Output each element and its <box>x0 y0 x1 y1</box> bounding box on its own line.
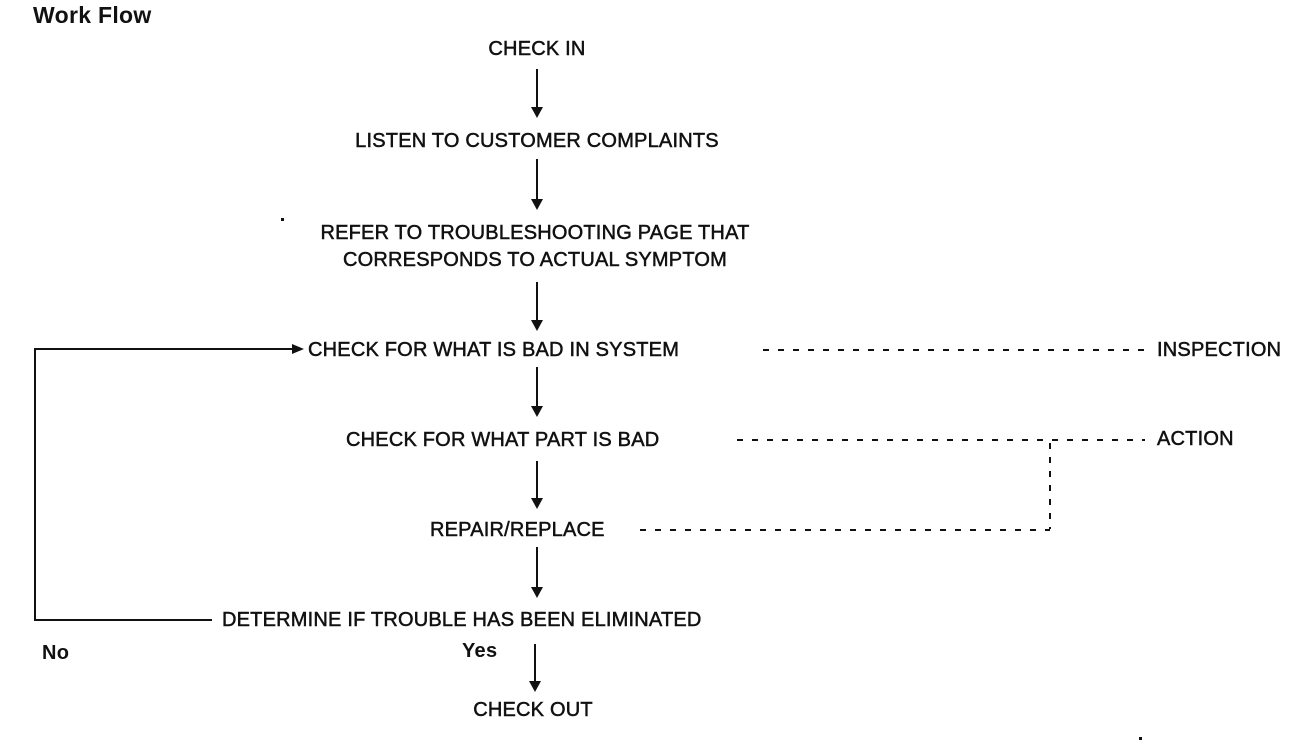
page-title: Work Flow <box>33 2 152 28</box>
arrow-check-in-to-listen <box>531 69 543 118</box>
arrow-refer-to-check-system <box>531 282 543 331</box>
scan-dot <box>281 218 284 221</box>
arrow-listen-to-refer <box>531 159 543 210</box>
node-repair-replace: REPAIR/REPLACE <box>430 519 605 542</box>
no-loop-connector <box>34 344 304 621</box>
refer-line-2: CORRESPONDS TO ACTUAL SYMPTOM <box>342 249 728 272</box>
arrow-check-part-to-repair <box>531 461 543 509</box>
scan-dot <box>1139 737 1142 740</box>
node-check-in: CHECK IN <box>488 38 586 61</box>
arrow-yes-to-check-out <box>529 644 541 692</box>
node-determine-if-trouble-eliminated: DETERMINE IF TROUBLE HAS BEEN ELIMINATED <box>222 609 702 632</box>
branch-label-yes: Yes <box>462 640 498 662</box>
node-check-for-what-is-bad-in-system: CHECK FOR WHAT IS BAD IN SYSTEM <box>308 339 680 362</box>
node-listen-to-customer-complaints: LISTEN TO CUSTOMER COMPLAINTS <box>355 130 719 153</box>
arrow-repair-to-determine <box>531 547 543 598</box>
branch-label-no: No <box>42 642 70 664</box>
node-check-for-what-part-is-bad: CHECK FOR WHAT PART IS BAD <box>346 429 660 452</box>
node-refer-to-troubleshooting-page: REFER TO TROUBLESHOOTING PAGE THAT CORRE… <box>320 220 749 274</box>
arrow-check-system-to-check-part <box>531 367 543 417</box>
side-label-action: ACTION <box>1157 428 1234 451</box>
side-label-inspection: INSPECTION <box>1157 339 1282 362</box>
node-check-out: CHECK OUT <box>473 699 593 722</box>
refer-line-1: REFER TO TROUBLESHOOTING PAGE THAT <box>320 222 750 245</box>
